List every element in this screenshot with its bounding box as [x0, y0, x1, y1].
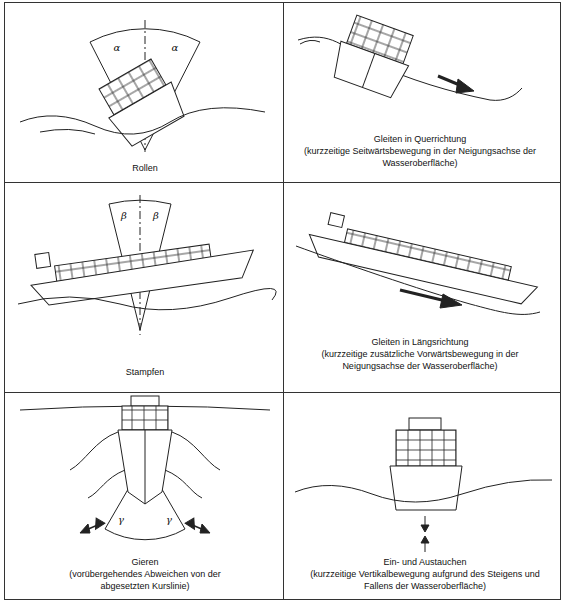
caption-title: Rollen [85, 162, 205, 174]
greek-angle: β [117, 210, 131, 222]
greek-angle: γ [162, 514, 176, 526]
surge-figure [296, 209, 543, 314]
rolling-figure [20, 20, 265, 152]
caption-title: Gieren [75, 556, 215, 568]
greek-angle: β [149, 210, 163, 222]
pitching-figure [18, 195, 276, 335]
yawing-figure [20, 396, 270, 540]
caption-note: (kurzzeitige Seitwärtsbewegung in der Ne… [298, 145, 543, 169]
sway-figure [298, 13, 522, 100]
caption-note: (kurzzeitige Vertikalbewegung aufgrund d… [300, 568, 550, 592]
heave-figure [295, 418, 552, 552]
caption-title: Stampfen [85, 366, 205, 378]
greek-angle: α [168, 42, 182, 54]
greek-angle: γ [114, 514, 128, 526]
panel-grid [4, 2, 561, 600]
caption-note: (vorübergehendes Abweichen von der abges… [55, 568, 235, 592]
caption-title: Gleiten in Längsrichtung [290, 336, 550, 348]
caption-note: (kurzzeitige zusätzliche Vorwärtsbewegun… [300, 348, 540, 372]
caption-title: Ein- und Austauchen [295, 556, 555, 568]
caption-title: Gleiten in Querrichtung [290, 133, 550, 145]
greek-angle: α [110, 42, 124, 54]
